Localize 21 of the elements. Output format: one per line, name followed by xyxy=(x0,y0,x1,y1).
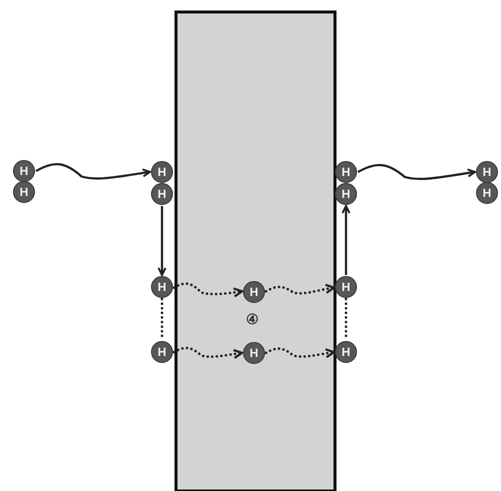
hydrogen-atom: H xyxy=(151,276,173,298)
dotted-arrow xyxy=(172,282,244,298)
step-number: ④ xyxy=(246,311,259,327)
hydrogen-atom: H xyxy=(151,161,173,183)
hydrogen-atom: H xyxy=(476,182,498,204)
dotted-arrow xyxy=(264,347,336,358)
hydrogen-atom: H xyxy=(335,341,357,363)
hydrogen-atom: H xyxy=(13,160,35,182)
hydrogen-atom: H xyxy=(151,341,173,363)
dotted-arrow xyxy=(172,346,244,360)
arrow xyxy=(357,164,476,180)
arrow xyxy=(35,163,151,180)
hydrogen-atom: H xyxy=(335,183,357,205)
hydrogen-atom: H xyxy=(335,161,357,183)
arrow xyxy=(158,206,166,276)
hydrogen-atom: H xyxy=(476,161,498,183)
hydrogen-atom: H xyxy=(151,183,173,205)
arrow xyxy=(342,205,350,275)
dotted-arrow xyxy=(264,284,336,295)
hydrogen-atom: H xyxy=(13,181,35,203)
hydrogen-atom: H xyxy=(335,276,357,298)
